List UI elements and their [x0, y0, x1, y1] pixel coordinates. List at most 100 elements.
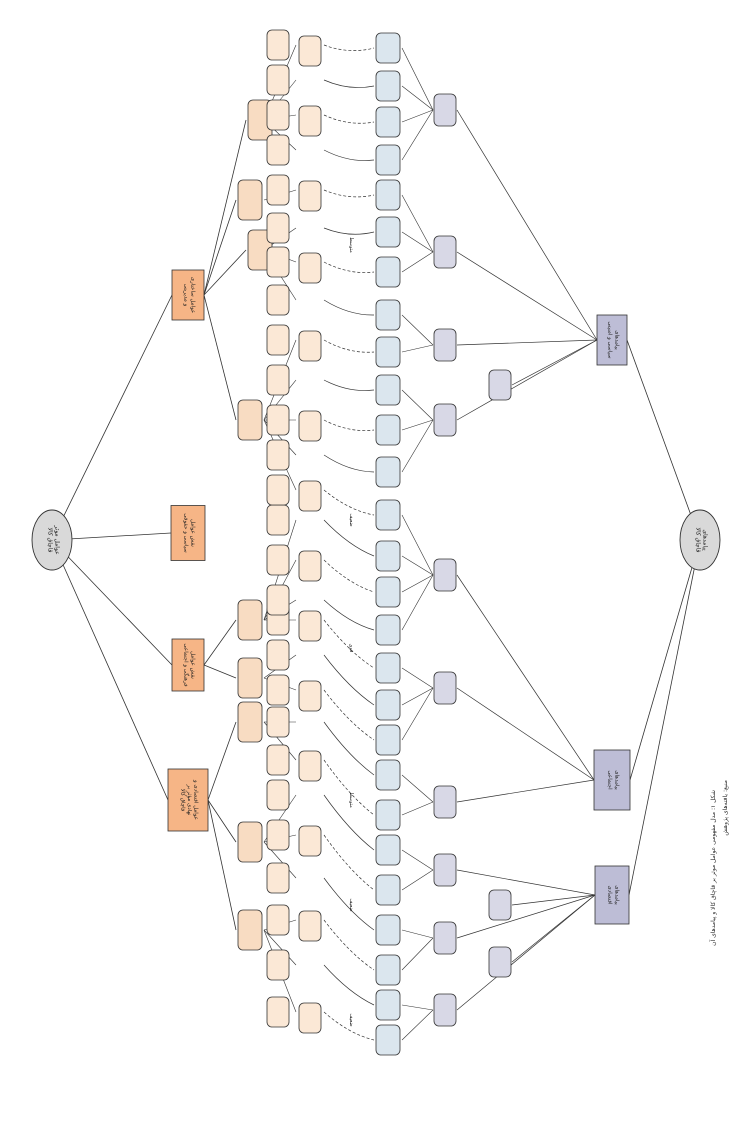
connector-lines [51, 44, 701, 1041]
connector-line [401, 231, 434, 253]
level2-node [237, 599, 263, 641]
connector-line [456, 574, 595, 781]
level3-node [266, 862, 290, 894]
level3-node [266, 779, 290, 811]
level1-node [171, 638, 205, 692]
leaf-node [375, 32, 401, 64]
level3-node [266, 212, 290, 244]
connector-line [456, 251, 598, 341]
leaf-node [375, 299, 401, 331]
connector-line [203, 199, 237, 296]
relation-label: ضعیف [348, 898, 354, 911]
level3-node [266, 706, 290, 738]
leaf-node [375, 724, 401, 756]
connector-line [401, 109, 434, 161]
leaf-node [375, 874, 401, 906]
connector-line [401, 801, 434, 816]
level3-node [298, 680, 322, 712]
connector-line [456, 687, 595, 781]
connector-line [51, 294, 173, 541]
leaf-node [375, 499, 401, 531]
leaf-node [375, 70, 401, 102]
relation-label: قوی [348, 644, 354, 653]
connector-line [263, 929, 297, 966]
mid-node [433, 921, 457, 955]
level3-node [266, 674, 290, 706]
level2-node [237, 179, 263, 221]
mid-node [433, 93, 457, 127]
connector-line [401, 194, 434, 253]
outcome-node [594, 865, 630, 925]
level3-node [298, 825, 322, 857]
level3-node [298, 410, 322, 442]
relation-curve [323, 261, 375, 273]
root-node [31, 509, 73, 571]
leaf-node [375, 336, 401, 368]
connector-line [628, 539, 701, 896]
leaf-node [375, 179, 401, 211]
connector-line [401, 109, 434, 123]
mid-node [488, 946, 512, 978]
connector-line [401, 849, 434, 871]
level3-node [298, 330, 322, 362]
connector-line [401, 251, 434, 273]
connector-line [203, 119, 247, 296]
connector-line [203, 619, 237, 666]
level3-node [266, 639, 290, 671]
connector-line [203, 294, 237, 421]
level3-node [266, 99, 290, 131]
mid-node [433, 993, 457, 1027]
relation-curve [323, 79, 375, 88]
level3-node [266, 584, 290, 616]
leaf-node [375, 216, 401, 248]
relation-curves [323, 44, 375, 1041]
relation-curve [323, 654, 375, 706]
connector-line [401, 1009, 434, 1041]
level2-node [237, 909, 263, 951]
leaf-node [375, 106, 401, 138]
leaf-node [375, 256, 401, 288]
level3-node [266, 544, 290, 576]
relation-curve [323, 149, 375, 161]
leaf-node [375, 989, 401, 1021]
relation-curve [323, 559, 375, 593]
level3-node [266, 284, 290, 316]
outcome-label: پیامدهایاقتصادی [607, 885, 620, 905]
connector-line [401, 1004, 434, 1011]
connector-line [401, 869, 434, 891]
outcome-label: پیامدهایسیاسی و امنیتی [607, 321, 620, 359]
connector-line [203, 664, 237, 679]
level2-node [237, 701, 263, 743]
connector-line [456, 339, 598, 421]
level3-node [266, 246, 290, 278]
level3-node [266, 29, 290, 61]
level2-node [237, 399, 263, 441]
connector-line [511, 894, 596, 963]
relation-label: ضعیف [348, 1013, 354, 1026]
level1-label: نقش عواملفرهنگی و اجتماعی [183, 643, 196, 687]
connector-line [629, 539, 701, 781]
outcome-node [596, 314, 628, 366]
connector-line [207, 799, 237, 931]
level3-node [266, 404, 290, 436]
level3-node [266, 439, 290, 471]
leaf-node [375, 456, 401, 488]
level3-node [298, 35, 322, 67]
connector-line [401, 667, 434, 689]
level2-node [237, 657, 263, 699]
leaf-node [375, 414, 401, 446]
level3-node [298, 910, 322, 942]
level1-node [167, 768, 209, 832]
mid-node [433, 328, 457, 362]
connector-line [401, 419, 434, 431]
connector-line [401, 937, 434, 971]
connector-line [401, 314, 434, 346]
connector-line [401, 555, 434, 576]
relation-curve [323, 114, 375, 124]
level3-node [266, 996, 290, 1028]
level3-node [298, 105, 322, 137]
connector-line [626, 339, 701, 541]
root-label: عوامل موثرقاچاق کالا [46, 524, 60, 554]
connector-line [401, 574, 434, 631]
